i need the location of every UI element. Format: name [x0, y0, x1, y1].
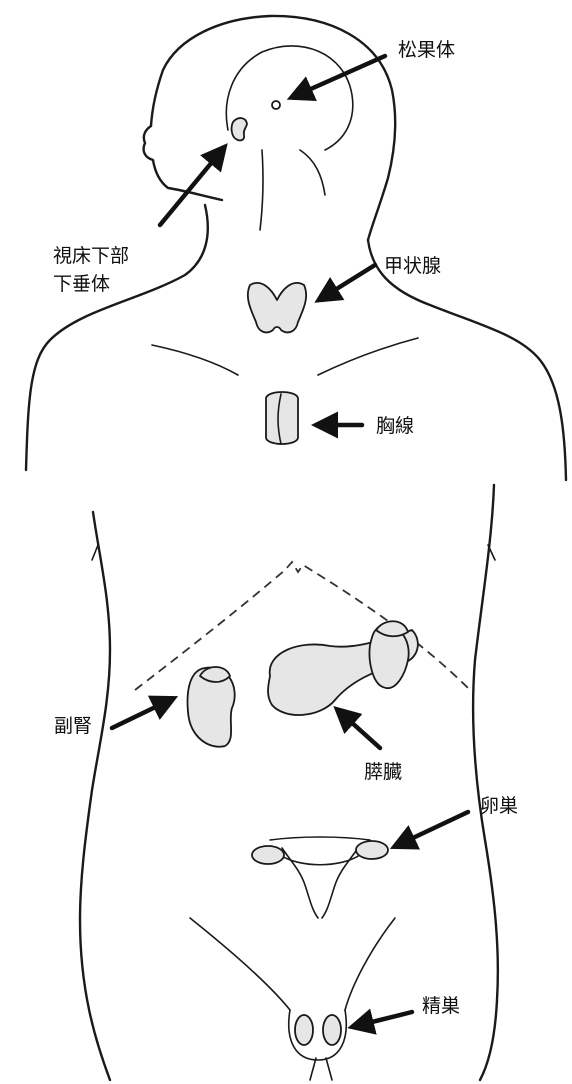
arrow-adrenal [112, 700, 170, 728]
label-testis: 精巣 [422, 995, 460, 1017]
left-clavicle [152, 345, 238, 375]
label-thymus: 胸線 [376, 415, 414, 437]
left-torso-side [80, 512, 110, 1080]
neck-curve [300, 150, 325, 195]
arrow-pancreas [340, 712, 380, 748]
right-torso-side [473, 485, 498, 1080]
pituitary-gland [232, 118, 247, 140]
right-groin-line [345, 918, 395, 1010]
arrow-testis [356, 1012, 412, 1026]
pineal-gland [272, 101, 280, 109]
arrow-pineal [295, 56, 385, 96]
thymus-gland [266, 392, 298, 444]
right-clavicle [318, 338, 418, 375]
left-testis [295, 1015, 313, 1045]
left-ovary [252, 846, 284, 864]
arrow-ovary [398, 812, 468, 845]
uterus [270, 837, 370, 918]
label-ovary: 卵巣 [480, 795, 518, 817]
right-ovary [356, 841, 388, 859]
label-adrenal: 副腎 [54, 715, 92, 737]
label-hypothalamus-line1: 視床下部 [53, 245, 129, 267]
right-adrenal-gland [376, 621, 408, 636]
label-pancreas: 膵臓 [364, 761, 402, 783]
arrow-thyroid [322, 265, 375, 298]
leg-lines [310, 1058, 332, 1080]
left-groin-line [190, 918, 290, 1010]
label-hypothalamus-line2: 下垂体 [53, 273, 110, 295]
neck-line-left [260, 150, 263, 230]
head-inner-arc [226, 46, 352, 150]
body-outline [26, 16, 566, 1080]
right-testis [323, 1015, 341, 1045]
label-pineal: 松果体 [398, 39, 455, 61]
label-thyroid: 甲状腺 [384, 255, 441, 277]
left-arm-tick [92, 545, 98, 560]
thyroid-gland [248, 283, 306, 332]
